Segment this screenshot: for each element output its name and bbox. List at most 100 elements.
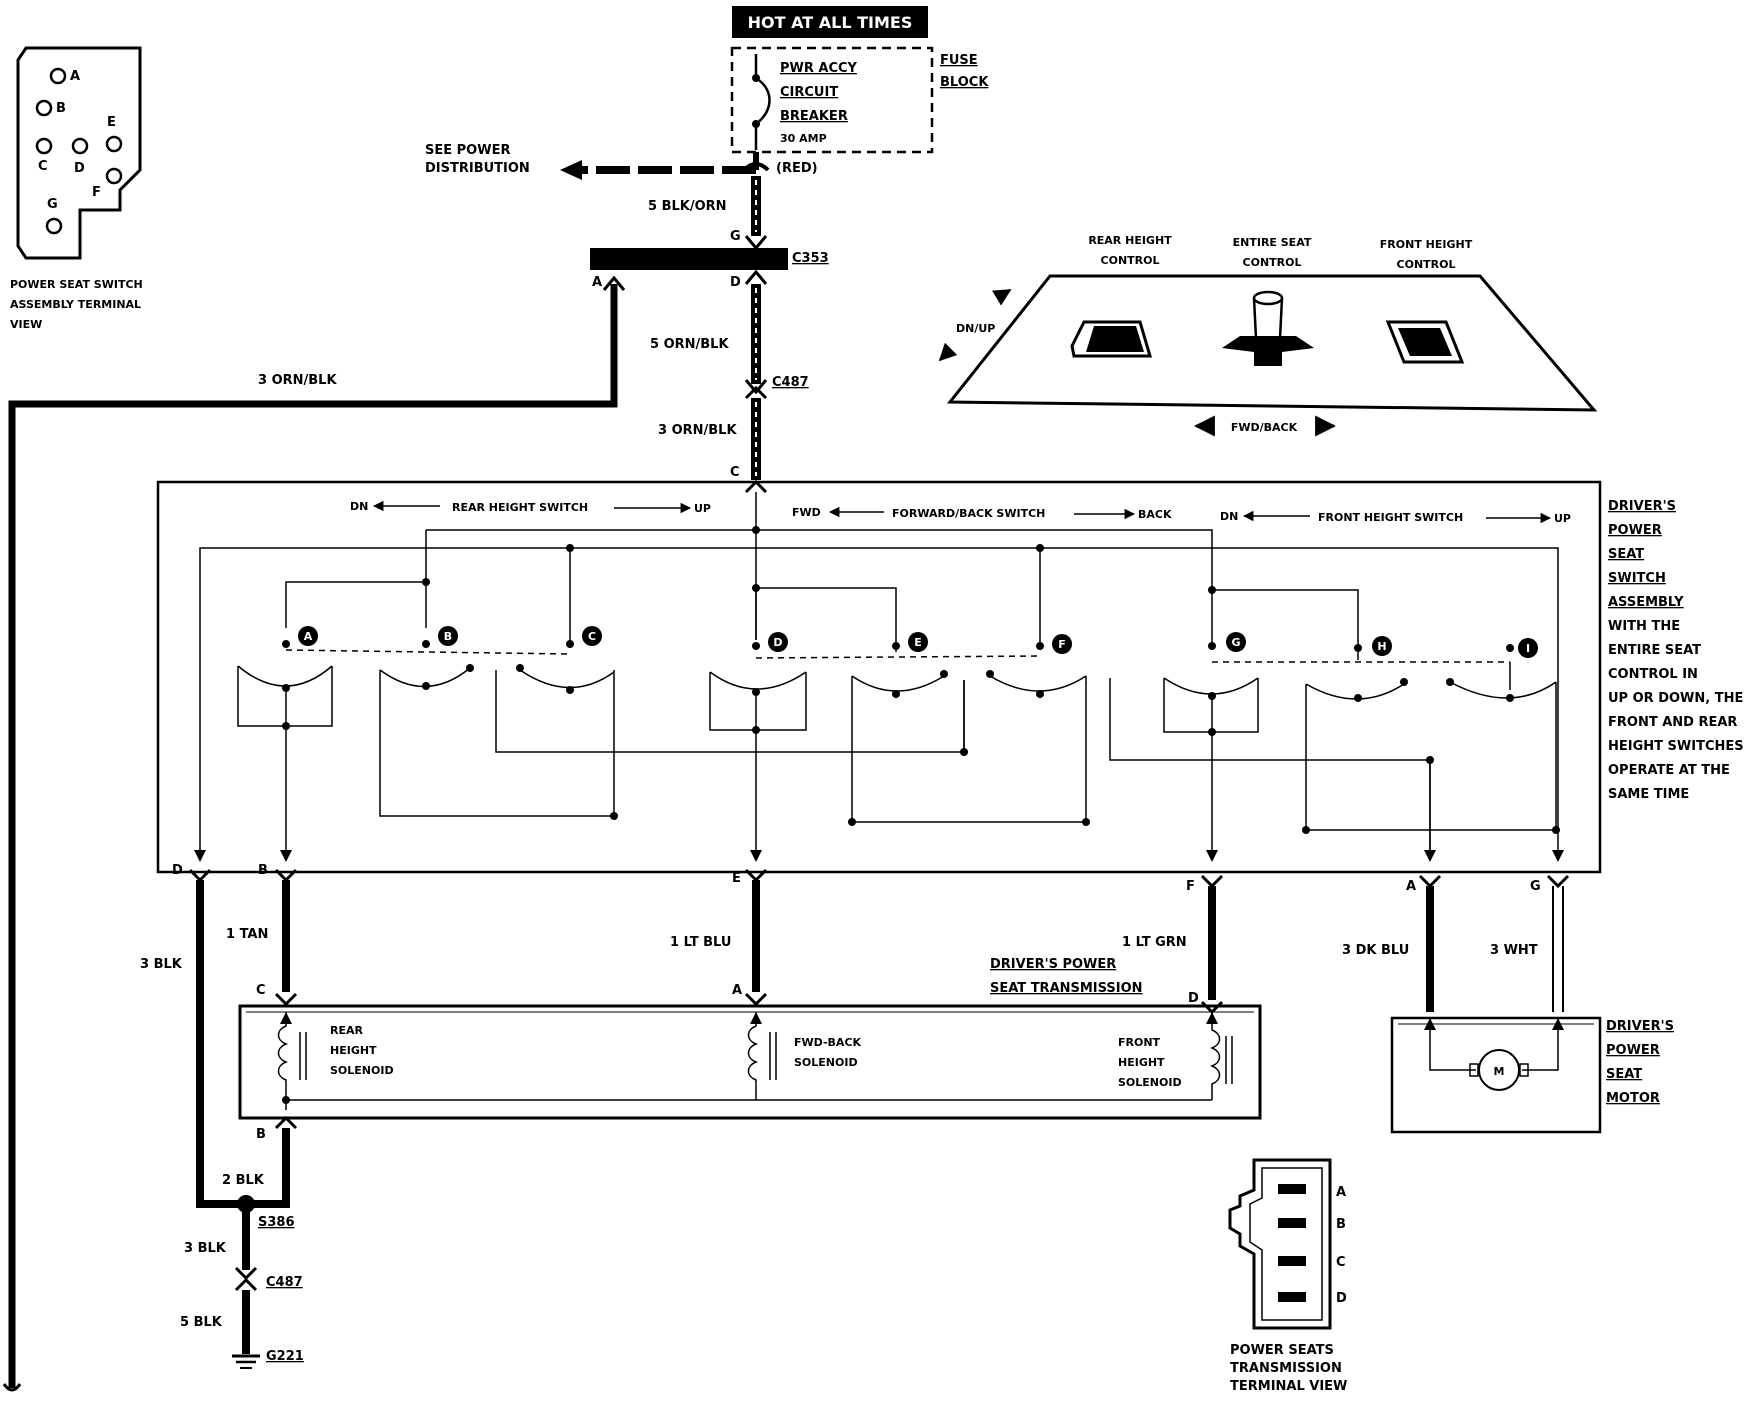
- wire-lt-blu-1: 1 LT BLU: [670, 935, 731, 950]
- switch-letter-a: A: [304, 630, 313, 643]
- terminal-caption-1: POWER SEAT SWITCH: [10, 278, 143, 291]
- assembly-label-4: SWITCH: [1608, 571, 1666, 586]
- pin-b-trans: B: [256, 1127, 266, 1142]
- seat-control-panel: REAR HEIGHT CONTROL ENTIRE SEAT CONTROL …: [938, 234, 1598, 437]
- front-solenoid-2: HEIGHT: [1118, 1056, 1165, 1069]
- wire-blk-3a: 3 BLK: [140, 957, 183, 972]
- ground-path: S386 3 BLK C487 5 BLK G221: [180, 1195, 304, 1369]
- c487-bottom-label: C487: [266, 1275, 303, 1290]
- trans-caption-3: TERMINAL VIEW: [1230, 1379, 1347, 1394]
- motor-label-3: SEAT: [1606, 1067, 1642, 1082]
- assembly-label-3: SEAT: [1608, 547, 1644, 562]
- fwd-right: BACK: [1138, 508, 1172, 521]
- switch-letter-f: F: [1058, 638, 1066, 651]
- terminal-pin-b: B: [56, 101, 66, 116]
- terminal-pin-d: D: [74, 161, 85, 176]
- trans-terminal-view: A B C D POWER SEATS TRANSMISSION TERMINA…: [1228, 1158, 1347, 1394]
- switch-letter-c: C: [588, 630, 596, 643]
- breaker-line-1: PWR ACCY: [780, 61, 858, 76]
- wire-dk-blu-3: 3 DK BLU: [1342, 943, 1409, 958]
- motor-label-1: DRIVER'S: [1606, 1019, 1674, 1034]
- wire-wht-3: 3 WHT: [1490, 943, 1538, 958]
- pin-a-out: A: [1406, 879, 1416, 894]
- terminal-pin-f: F: [92, 185, 101, 200]
- front-dn: DN: [1220, 510, 1238, 523]
- assembly-note-8: SAME TIME: [1608, 787, 1689, 802]
- rear-switch-title: REAR HEIGHT SWITCH: [452, 501, 588, 514]
- assembly-label-5: ASSEMBLY: [1608, 595, 1684, 610]
- switch-letter-h: H: [1377, 640, 1386, 653]
- hot-header-box: [732, 6, 928, 38]
- switch-assembly: DN REAR HEIGHT SWITCH UP FWD FORWARD/BAC…: [156, 480, 1744, 874]
- terminal-pin-c: C: [38, 159, 48, 174]
- trans-pin-d: D: [1336, 1291, 1347, 1306]
- front-switch-title: FRONT HEIGHT SWITCH: [1318, 511, 1463, 524]
- switch-letter-d: D: [773, 636, 782, 649]
- wire-blk-5: 5 BLK: [180, 1315, 223, 1330]
- wire-orn-blk-5: 5 ORN/BLK: [650, 337, 729, 352]
- power-dist-1: SEE POWER: [425, 143, 510, 158]
- assembly-note-3: CONTROL IN: [1608, 667, 1698, 682]
- power-distribution: SEE POWER DISTRIBUTION: [425, 143, 756, 180]
- terminal-pin-a: A: [70, 69, 80, 84]
- trans-caption-1: POWER SEATS: [1230, 1343, 1334, 1358]
- c487-top-label: C487: [772, 375, 809, 390]
- c353-connector: [590, 248, 788, 270]
- wire-blk-3b: 3 BLK: [184, 1241, 227, 1256]
- c353-label: C353: [792, 251, 829, 266]
- output-wires: D 3 BLK B 1 TAN C E 1 LT BLU A F 1 LT GR…: [140, 863, 1570, 1208]
- pin-b-out: B: [258, 863, 268, 878]
- assembly-note-4: UP OR DOWN, THE: [1608, 691, 1743, 706]
- trans-title-1: DRIVER'S POWER: [990, 957, 1116, 972]
- assembly-note-7: OPERATE AT THE: [1608, 763, 1730, 778]
- terminal-caption-2: ASSEMBLY TERMINAL: [10, 298, 141, 311]
- front-control-1: FRONT HEIGHT: [1380, 238, 1473, 251]
- pin-g-top: G: [730, 229, 741, 244]
- pin-c-trans: C: [256, 983, 266, 998]
- front-solenoid-1: FRONT: [1118, 1036, 1161, 1049]
- pin-e-out: E: [732, 871, 741, 886]
- wire-orn-blk-3a: 3 ORN/BLK: [258, 373, 337, 388]
- dn-up-label: DN/UP: [956, 322, 995, 335]
- front-control-2: CONTROL: [1397, 258, 1456, 271]
- switch-terminal-view: A B C D E F G POWER SEAT SWITCH ASSEMBLY…: [10, 46, 143, 331]
- motor-label-4: MOTOR: [1606, 1091, 1660, 1106]
- rear-up: UP: [694, 502, 711, 515]
- assembly-label-2: POWER: [1608, 523, 1662, 538]
- switch-internal-wiring: [199, 492, 1559, 860]
- breaker-line-3: BREAKER: [780, 109, 848, 124]
- pin-a-trans: A: [732, 983, 742, 998]
- fwd-back-label: FWD/BACK: [1231, 421, 1298, 434]
- switch-letter-i: I: [1526, 642, 1530, 655]
- assembly-note-6: HEIGHT SWITCHES: [1608, 739, 1744, 754]
- front-solenoid-3: SOLENOID: [1118, 1076, 1182, 1089]
- fwd-switch-title: FORWARD/BACK SWITCH: [892, 507, 1045, 520]
- rear-control-1: REAR HEIGHT: [1088, 234, 1172, 247]
- trans-title-2: SEAT TRANSMISSION: [990, 981, 1143, 996]
- entire-control-2: CONTROL: [1243, 256, 1302, 269]
- seat-transmission: DRIVER'S POWER SEAT TRANSMISSION REAR HE…: [222, 957, 1262, 1208]
- pin-d-out: D: [172, 863, 183, 878]
- power-dist-2: DISTRIBUTION: [425, 161, 530, 176]
- assembly-note-2: ENTIRE SEAT: [1608, 643, 1701, 658]
- pin-a-c353: A: [592, 275, 602, 290]
- switch-letter-g: G: [1231, 636, 1240, 649]
- rear-control-2: CONTROL: [1101, 254, 1160, 267]
- front-up: UP: [1554, 512, 1571, 525]
- assembly-label-1: DRIVER'S: [1608, 499, 1676, 514]
- motor-symbol: M: [1494, 1065, 1505, 1078]
- switch-letter-b: B: [444, 630, 452, 643]
- fuse-block-2: BLOCK: [940, 75, 989, 90]
- terminal-pin-g: G: [47, 197, 58, 212]
- terminal-pin-e: E: [107, 115, 116, 130]
- ground-icon: [232, 1354, 260, 1369]
- fwd-solenoid-1: FWD-BACK: [794, 1036, 862, 1049]
- pin-g-out: G: [1530, 879, 1541, 894]
- motor-icon: [1478, 1049, 1520, 1091]
- seat-motor: M DRIVER'S POWER SEAT MOTOR: [1390, 1016, 1674, 1134]
- s386-label: S386: [258, 1215, 295, 1230]
- breaker-amp: 30 AMP: [780, 132, 827, 145]
- rear-solenoid-2: HEIGHT: [330, 1044, 377, 1057]
- fwd-left: FWD: [792, 506, 821, 519]
